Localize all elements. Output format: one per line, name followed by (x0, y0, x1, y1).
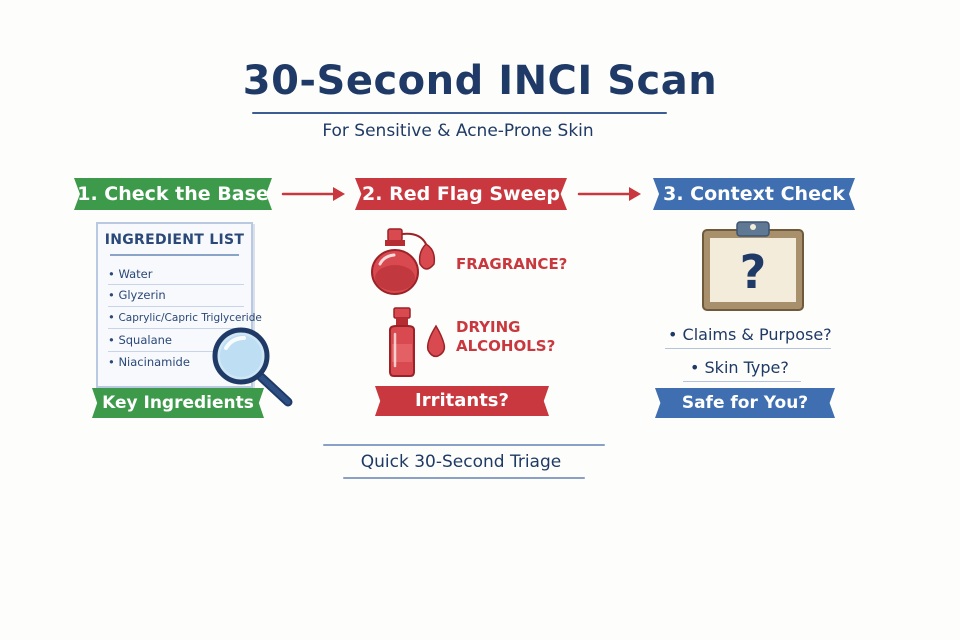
context-item: • Skin Type? (690, 358, 789, 377)
alcohol-bottle-icon (389, 307, 446, 377)
ingredient-item: • Caprylic/Capric Triglyceride (108, 310, 262, 324)
ingredient-item: • Glyzerin (108, 288, 166, 302)
divider (110, 254, 239, 256)
ingredient-name: Niacinamide (118, 355, 190, 369)
ingredient-item: • Water (108, 267, 153, 281)
ingredient-list-title: INGREDIENT LIST (104, 232, 245, 248)
magnifying-glass-icon (212, 327, 293, 407)
divider (108, 328, 244, 329)
divider (665, 348, 831, 349)
ingredient-list-card: INGREDIENT LIST • Water • Glyzerin • Cap… (96, 222, 262, 388)
title-underline (252, 112, 667, 114)
safe-for-you-banner: Safe for You? (655, 388, 835, 418)
step-3-banner: 3. Context Check (653, 178, 855, 210)
irritants-banner: Irritants? (375, 386, 549, 416)
triage-top-rule (323, 444, 605, 446)
arrow-right-icon (281, 187, 345, 201)
key-ingredients-banner: Key Ingredients (92, 388, 264, 418)
page-title: 30-Second INCI Scan (242, 58, 718, 104)
ingredient-name: Caprylic/Capric Triglyceride (118, 312, 262, 324)
ingredient-item: • Squalane (108, 333, 172, 347)
ingredient-item: • Niacinamide (108, 355, 190, 369)
ingredient-name: Squalane (118, 333, 172, 347)
triage-bottom-rule (343, 477, 585, 479)
clipboard-question-mark: ? (740, 245, 767, 299)
divider (683, 381, 801, 382)
divider (108, 306, 244, 307)
context-item: • Claims & Purpose? (668, 325, 832, 344)
divider (108, 284, 244, 285)
clipboard-question-icon: ? (702, 221, 804, 311)
drying-alcohols-flag-label: DRYING ALCOHOLS? (456, 318, 555, 356)
flag-text: FRAGRANCE? (456, 255, 568, 273)
step-1-banner: 1. Check the Base (74, 178, 272, 210)
perfume-bottle-icon (371, 228, 436, 295)
flag-text: ALCOHOLS? (456, 337, 556, 355)
ingredient-name: Water (118, 267, 153, 281)
divider (108, 351, 244, 352)
flag-text: DRYING (456, 318, 521, 336)
fragrance-flag-label: FRAGRANCE? (456, 255, 567, 274)
arrow-right-icon (577, 187, 641, 201)
page-subtitle: For Sensitive & Acne-Prone Skin (322, 121, 594, 141)
ingredient-name: Glyzerin (118, 288, 166, 302)
triage-label: Quick 30-Second Triage (360, 452, 562, 472)
step-2-banner: 2. Red Flag Sweep (355, 178, 567, 210)
